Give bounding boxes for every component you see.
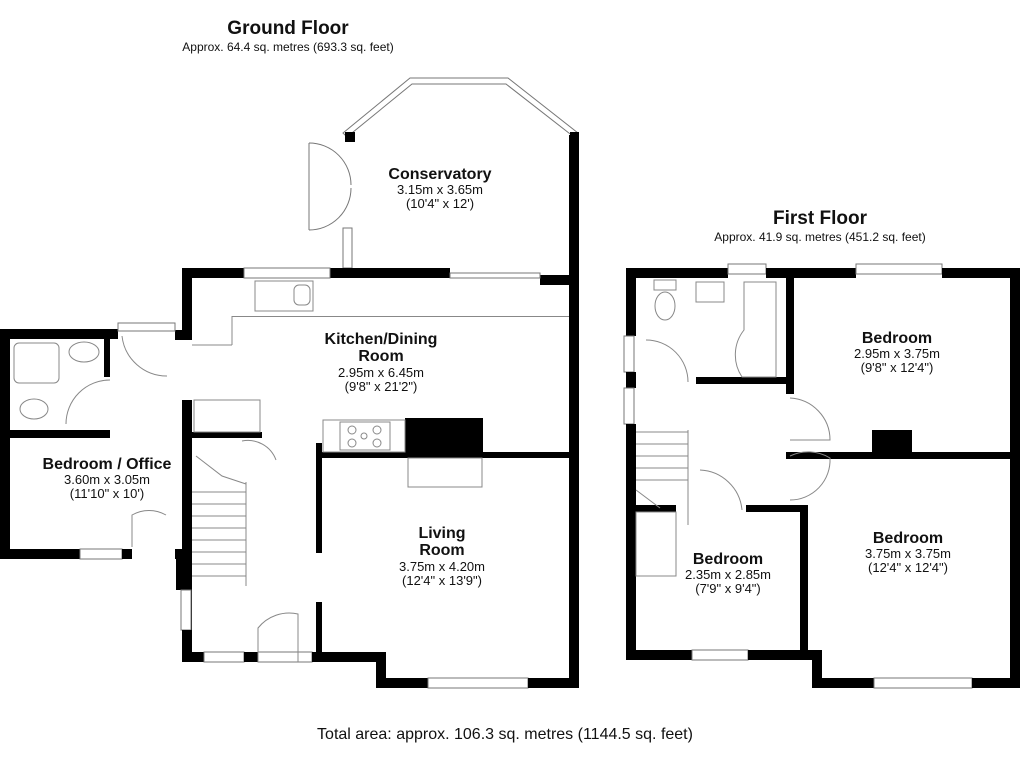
room-label-bedroom-1: Bedroom 2.95m x 3.75m (9'8" x 12'4") bbox=[854, 330, 940, 376]
ground-floor-title: Ground Floor bbox=[227, 18, 349, 39]
room-label-bedroom-office: Bedroom / Office 3.60m x 3.05m (11'10" x… bbox=[42, 456, 172, 502]
kitchen-fixtures bbox=[192, 280, 569, 488]
first-floor-area: Approx. 41.9 sq. metres (451.2 sq. feet) bbox=[714, 230, 926, 244]
room-label-conservatory: Conservatory 3.15m x 3.65m (10'4" x 12') bbox=[388, 166, 492, 212]
room-label-kitchen-dining: Kitchen/Dining Room 2.95m x 6.45m (9'8" … bbox=[324, 331, 438, 394]
room-label-bedroom-3: Bedroom 3.75m x 3.75m (12'4" x 12'4") bbox=[865, 530, 951, 576]
first-floor-heading: First Floor Approx. 41.9 sq. metres (451… bbox=[714, 208, 925, 244]
ground-floor-plan bbox=[0, 77, 579, 689]
main-walls bbox=[0, 135, 579, 689]
total-area: Total area: approx. 106.3 sq. metres (11… bbox=[317, 726, 693, 743]
room-label-living-room: Living Room 3.75m x 4.20m (12'4" x 13'9"… bbox=[399, 525, 485, 588]
ground-floor-heading: Ground Floor Approx. 64.4 sq. metres (69… bbox=[182, 18, 393, 54]
first-floor-plan bbox=[623, 263, 1020, 689]
ground-floor-area: Approx. 64.4 sq. metres (693.3 sq. feet) bbox=[182, 40, 394, 54]
room-label-bedroom-2: Bedroom 2.35m x 2.85m (7'9" x 9'4") bbox=[685, 551, 771, 597]
first-floor-title: First Floor bbox=[773, 208, 867, 229]
stairs bbox=[131, 439, 299, 662]
bathroom-fixtures bbox=[13, 335, 168, 425]
